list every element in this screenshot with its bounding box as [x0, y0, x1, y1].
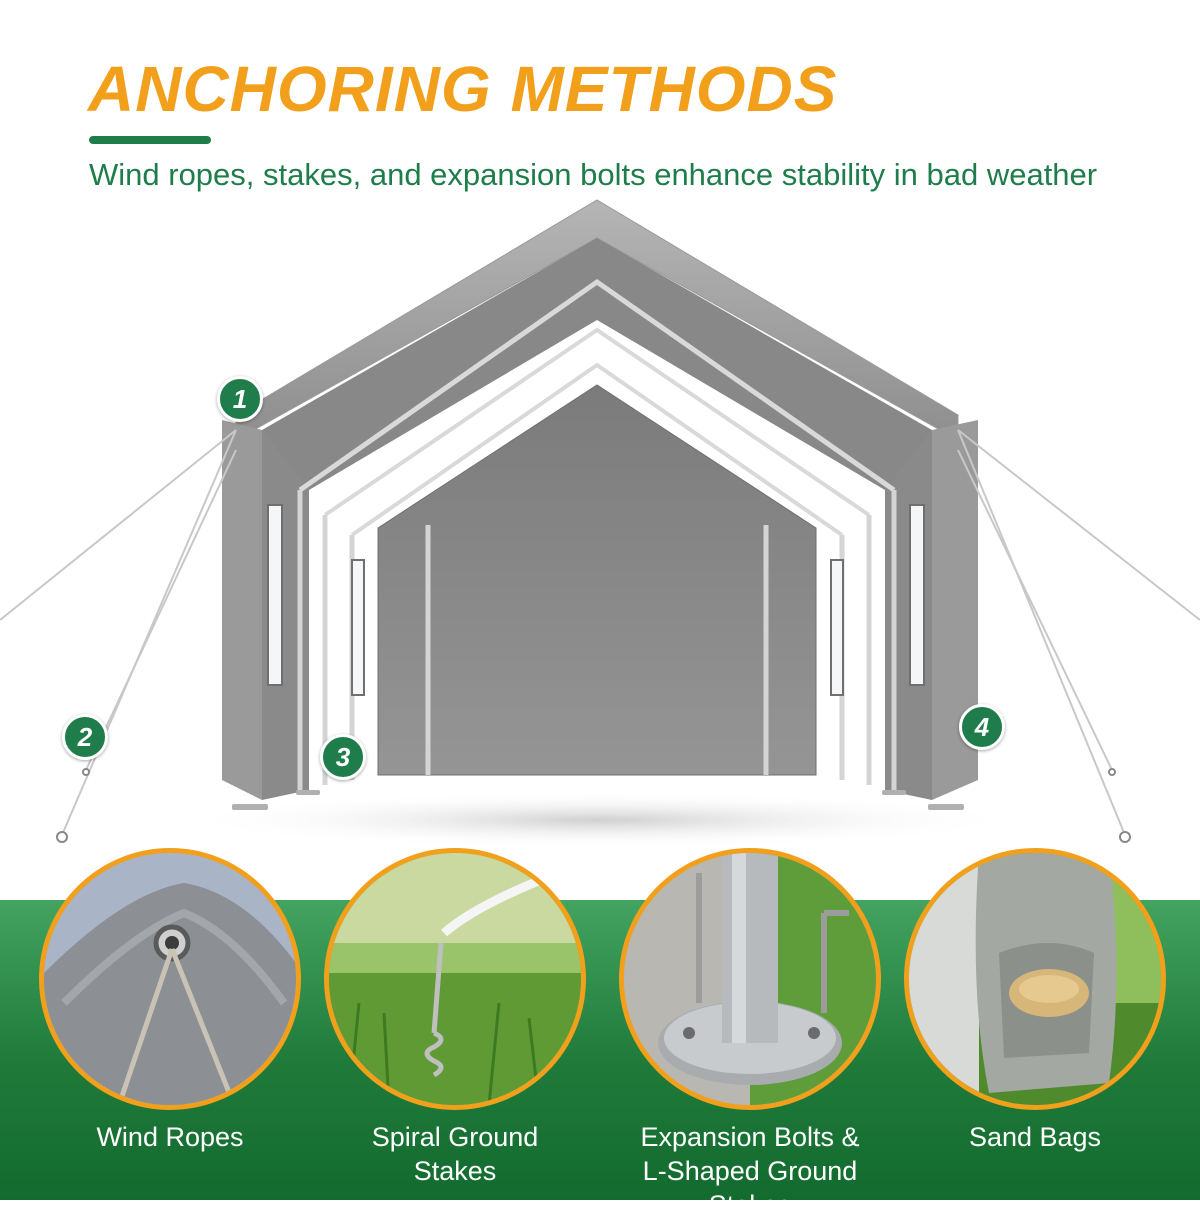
side-windows: [267, 504, 925, 696]
back-wall: [377, 384, 817, 776]
feature-wind-ropes: Wind Ropes: [35, 848, 305, 1154]
page-title: ANCHORING METHODS: [88, 53, 838, 125]
page-subtitle: Wind ropes, stakes, and expansion bolts …: [89, 157, 1098, 192]
stake-rings: [56, 768, 1131, 843]
feature-label-line2: Stakes: [413, 1156, 497, 1186]
base-plates: [232, 790, 964, 810]
title-underline: [89, 136, 211, 144]
right-wall-front: [932, 420, 978, 800]
feature-label: Wind Ropes: [35, 1120, 305, 1154]
marker-1: 1: [217, 376, 263, 422]
left-wall-front: [222, 420, 262, 800]
feature-label-line1: Wind Ropes: [96, 1122, 244, 1152]
feature-label-line1: Spiral Ground: [371, 1122, 539, 1152]
ceiling: [262, 238, 932, 490]
marker-2: 2: [62, 714, 108, 760]
sand-bag-icon: [904, 848, 1166, 1110]
ground-shadow: [180, 792, 1020, 848]
feature-label: Sand Bags: [900, 1120, 1170, 1154]
spiral-stake-icon: [324, 848, 586, 1110]
feature-label-line1: Expansion Bolts &: [640, 1122, 860, 1152]
marker-3: 3: [320, 734, 366, 780]
feature-label-line1: Sand Bags: [968, 1122, 1102, 1152]
marker-4: 4: [959, 704, 1005, 750]
frame-arch-3: [350, 362, 844, 537]
feature-label-line2: L-Shaped Ground Stakes: [642, 1156, 858, 1220]
feature-label: Expansion Bolts & L-Shaped Ground Stakes: [615, 1120, 885, 1222]
frame-arch-1: [298, 278, 896, 493]
tent-illustration: 1 2 3 4: [0, 190, 1200, 850]
feature-expansion-bolts: Expansion Bolts & L-Shaped Ground Stakes: [615, 848, 885, 1222]
feature-label: Spiral Ground Stakes: [320, 1120, 590, 1188]
wind-ropes: [0, 429, 1200, 836]
frame-arch-2: [323, 327, 871, 517]
feature-sand-bags: Sand Bags: [900, 848, 1170, 1154]
expansion-bolt-icon: [619, 848, 881, 1110]
tent-drawing: [0, 199, 1200, 848]
wind-rope-grommet-icon: [39, 848, 301, 1110]
feature-spiral-stakes: Spiral Ground Stakes: [320, 848, 590, 1188]
